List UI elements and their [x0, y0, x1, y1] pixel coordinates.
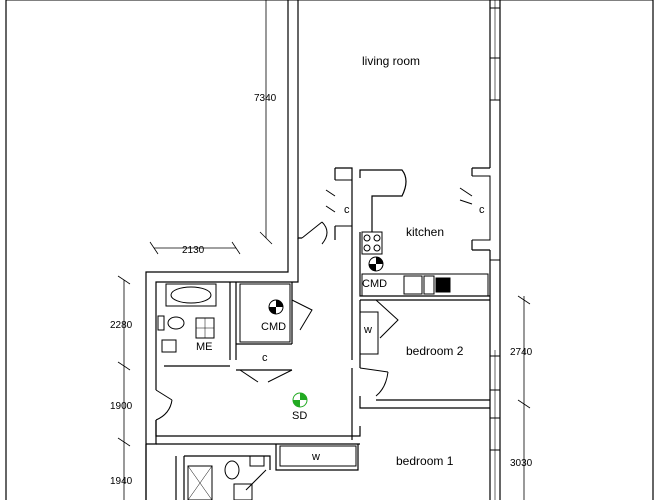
doors: [155, 221, 399, 491]
cupboard-label-hall: c: [262, 352, 268, 364]
windows: [490, 0, 500, 500]
walls: [145, 0, 501, 500]
dim-bed1-height: 3030: [510, 458, 533, 469]
room-label-bedroom-1: bedroom 1: [396, 454, 454, 468]
smoke-detector-label: SD: [292, 410, 307, 422]
dim-bed2-height: 2740: [510, 347, 533, 358]
kitchen-fittings: [361, 231, 489, 297]
cupboards: [239, 175, 491, 467]
cmd-kitchen-label: CMD: [362, 278, 387, 290]
bathroom-fittings: [157, 283, 265, 500]
wardrobe-label-bedroom-1: w: [311, 451, 320, 463]
cupboard-label-kitchen-right: c: [479, 204, 485, 216]
me-label: ME: [196, 341, 213, 353]
dim-bath-height: 2280: [110, 320, 133, 331]
cmd-hall-label: CMD: [261, 321, 286, 333]
cmd-kitchen-icon: [368, 256, 384, 272]
cmd-hall-icon: [268, 299, 284, 315]
dim-living-height: 7340: [254, 93, 277, 104]
smoke-detector-icon: [292, 392, 308, 408]
wardrobe-label-bedroom-2: w: [363, 324, 372, 336]
dimension-lines: [117, 0, 531, 500]
sheet-border: [5, 0, 654, 500]
room-label-bedroom-2: bedroom 2: [406, 344, 464, 358]
room-label-kitchen: kitchen: [406, 225, 444, 239]
dim-bath-width: 2130: [182, 245, 205, 256]
dim-lower-height: 1940: [110, 476, 133, 487]
cupboard-label-kitchen-left: c: [344, 204, 350, 216]
dim-hall-height: 1900: [110, 401, 133, 412]
room-label-living: living room: [362, 54, 420, 68]
